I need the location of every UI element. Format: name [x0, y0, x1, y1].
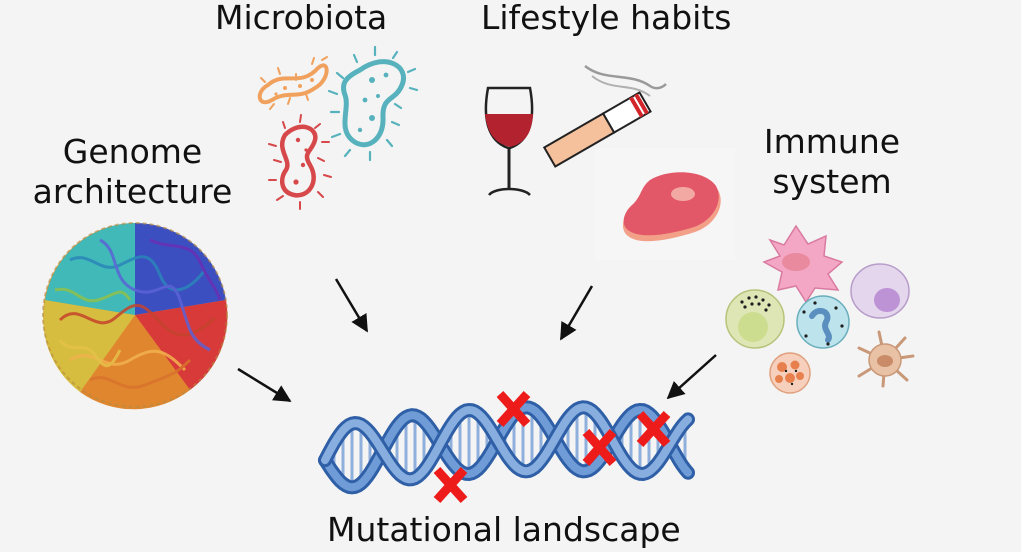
mutation-x-icon	[636, 410, 671, 448]
immune-cells-icon	[725, 224, 915, 394]
label-microbiota: Microbiota	[215, 0, 388, 37]
label-immune-line2: system	[772, 162, 892, 201]
dna-helix-icon	[318, 400, 695, 495]
cigarette-icon	[542, 64, 667, 168]
arrow-genome	[237, 367, 292, 403]
label-genome-line2: architecture	[32, 172, 233, 211]
wine-glass-icon	[484, 86, 534, 196]
arrow-microbiota	[334, 278, 369, 333]
label-mutational-landscape: Mutational landscape	[327, 510, 681, 549]
mutation-x-icon	[582, 429, 617, 466]
label-immune-line1: Immune	[763, 122, 901, 161]
mutation-x-icon	[433, 466, 468, 504]
label-genome-line1: Genome	[62, 132, 203, 171]
steak-icon	[595, 148, 735, 260]
arrow-immune	[666, 354, 717, 400]
arrow-lifestyle	[559, 285, 594, 341]
mutation-marks	[433, 390, 671, 504]
mutation-x-icon	[496, 390, 531, 428]
label-genome-architecture: Genome architecture	[20, 132, 245, 212]
arrows	[237, 278, 717, 403]
bacteria-icon	[257, 45, 419, 210]
label-immune-system: Immune system	[742, 122, 922, 202]
label-lifestyle-habits: Lifestyle habits	[481, 0, 732, 37]
chromatin-icon	[42, 222, 228, 410]
